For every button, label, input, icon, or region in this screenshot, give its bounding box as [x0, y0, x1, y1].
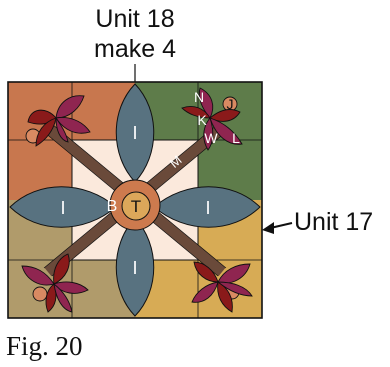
unit-17-arrow-head [262, 222, 274, 234]
unit-18-title: Unit 18 [95, 5, 175, 33]
flower-bottom-left [21, 253, 89, 313]
unit-18-callout: Unit 18 make 4 [60, 4, 210, 64]
label-center: T [131, 197, 141, 216]
label-leaf-l: L [232, 130, 240, 146]
flower-bottom-right [191, 261, 253, 313]
unit-18-quantity: make 4 [94, 35, 176, 63]
label-right-petal: I [205, 198, 210, 218]
label-center-ring: B [107, 198, 118, 215]
center-circle [121, 191, 151, 221]
label-leaf-k: K [197, 112, 207, 128]
label-leaf-w: W [204, 130, 218, 146]
label-bottom-petal: I [132, 258, 137, 278]
label-top-petal: I [132, 123, 137, 143]
label-leaf-n: N [194, 89, 204, 105]
label-leaf-j: J [227, 96, 234, 112]
figure-caption: Fig. 20 [6, 331, 83, 361]
label-left-petal: I [60, 198, 65, 218]
flower-top-left [25, 95, 91, 147]
flower-top-right [181, 87, 243, 151]
petals [9, 83, 261, 317]
unit-17-callout: Unit 17 [294, 207, 373, 237]
piece-labels: I I I I B M N J K W L [60, 89, 240, 278]
petal-bottom [115, 217, 155, 317]
block-border [7, 81, 263, 319]
unit-17-title: Unit 17 [294, 208, 374, 236]
petal-right [153, 186, 261, 228]
